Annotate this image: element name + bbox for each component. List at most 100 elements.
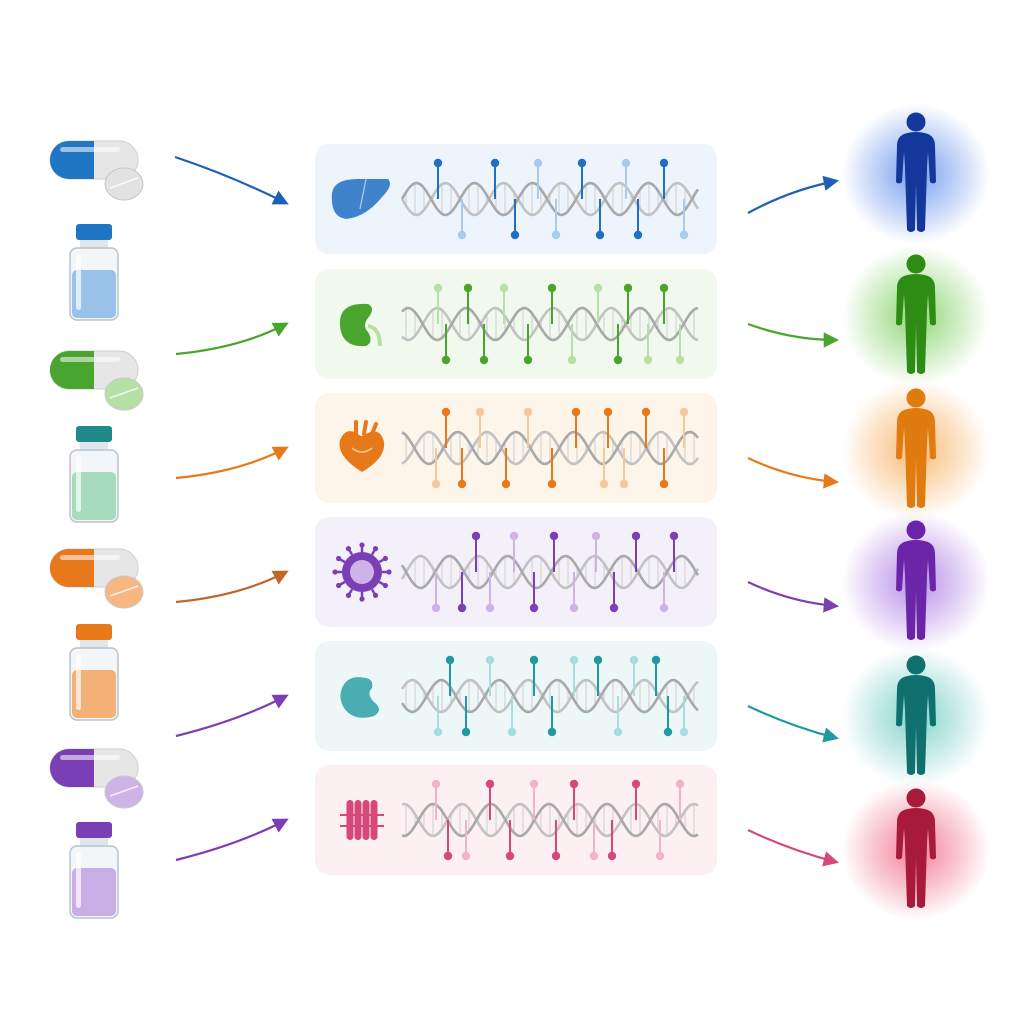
snp-marker — [485, 572, 495, 613]
snp-marker — [669, 531, 679, 572]
arrow-right — [175, 570, 289, 604]
muscle-icon — [340, 800, 384, 840]
tablet-icon — [104, 377, 144, 411]
drug-column — [49, 140, 144, 919]
snp-marker — [485, 779, 495, 820]
snp-marker — [471, 531, 481, 572]
arrow-right — [747, 581, 840, 613]
snp-marker — [461, 696, 471, 737]
snp-marker — [619, 448, 629, 489]
snp-marker — [551, 820, 561, 861]
snp-marker — [463, 283, 473, 324]
arrow-right — [747, 829, 839, 867]
snp-marker — [629, 655, 639, 696]
immune-cell-icon — [332, 542, 392, 602]
snp-marker — [551, 199, 561, 240]
snp-marker — [441, 324, 451, 365]
kidney-icon — [339, 303, 382, 347]
snp-marker — [591, 531, 601, 572]
snp-marker — [433, 283, 443, 324]
snp-marker — [499, 283, 509, 324]
snp-marker — [431, 779, 441, 820]
snp-marker — [445, 655, 455, 696]
arrow-right — [175, 694, 289, 738]
arrow-right — [747, 322, 840, 348]
snp-marker — [593, 283, 603, 324]
heart-icon — [339, 420, 385, 472]
vial-icon — [69, 624, 119, 721]
snp-marker — [641, 407, 651, 448]
snp-marker — [589, 820, 599, 861]
human-figure-icon — [896, 112, 936, 232]
snp-marker — [529, 655, 539, 696]
pathway-panel — [315, 765, 717, 875]
arrow-right — [175, 446, 289, 480]
snp-marker — [457, 448, 467, 489]
arrow-right — [175, 322, 289, 356]
tablet-icon — [104, 575, 144, 609]
snp-marker — [607, 820, 617, 861]
snp-marker — [675, 324, 685, 365]
arrow-right — [747, 457, 840, 489]
arrow-right — [175, 818, 289, 862]
snp-marker — [485, 655, 495, 696]
snp-marker — [509, 531, 519, 572]
tablet-icon — [104, 167, 144, 201]
snp-marker — [457, 199, 467, 240]
snp-marker — [431, 572, 441, 613]
snp-marker — [457, 572, 467, 613]
pathway-panel — [315, 393, 717, 503]
snp-marker — [679, 696, 689, 737]
snp-marker — [631, 779, 641, 820]
snp-marker — [571, 407, 581, 448]
snp-marker — [523, 407, 533, 448]
pathway-panel — [315, 144, 717, 254]
liver-icon — [331, 178, 390, 219]
snp-marker — [659, 572, 669, 613]
pancreas-icon — [340, 677, 379, 718]
snp-marker — [613, 696, 623, 737]
snp-marker — [443, 820, 453, 861]
snp-marker — [659, 283, 669, 324]
snp-marker — [549, 531, 559, 572]
incoming-arrows — [174, 155, 289, 862]
snp-marker — [569, 655, 579, 696]
arrow-right — [747, 705, 839, 743]
dna-helix — [401, 430, 699, 466]
snp-marker — [433, 696, 443, 737]
snp-marker — [461, 820, 471, 861]
snp-marker — [675, 779, 685, 820]
snp-marker — [479, 324, 489, 365]
vial-icon — [69, 426, 119, 523]
snp-marker — [603, 407, 613, 448]
capsule-icon — [49, 140, 139, 180]
snp-marker — [577, 158, 587, 199]
snp-marker — [631, 531, 641, 572]
human-figure-icon — [896, 254, 936, 374]
human-figure-icon — [896, 388, 936, 508]
snp-marker — [533, 158, 543, 199]
snp-marker — [595, 199, 605, 240]
snp-marker — [505, 820, 515, 861]
snp-marker — [651, 655, 661, 696]
snp-marker — [593, 655, 603, 696]
snp-marker — [510, 199, 520, 240]
snp-marker — [643, 324, 653, 365]
snp-marker — [547, 696, 557, 737]
snp-marker — [623, 283, 633, 324]
vial-icon — [69, 822, 119, 919]
snp-marker — [599, 448, 609, 489]
snp-marker — [679, 199, 689, 240]
snp-marker — [441, 407, 451, 448]
snp-marker — [569, 779, 579, 820]
human-figure-icon — [896, 788, 936, 908]
vial-icon — [69, 224, 119, 321]
snp-marker — [507, 696, 517, 737]
human-figure-icon — [896, 520, 936, 640]
arrow-right — [747, 175, 840, 214]
snp-marker — [547, 448, 557, 489]
human-figure-icon — [896, 655, 936, 775]
snp-marker — [567, 324, 577, 365]
